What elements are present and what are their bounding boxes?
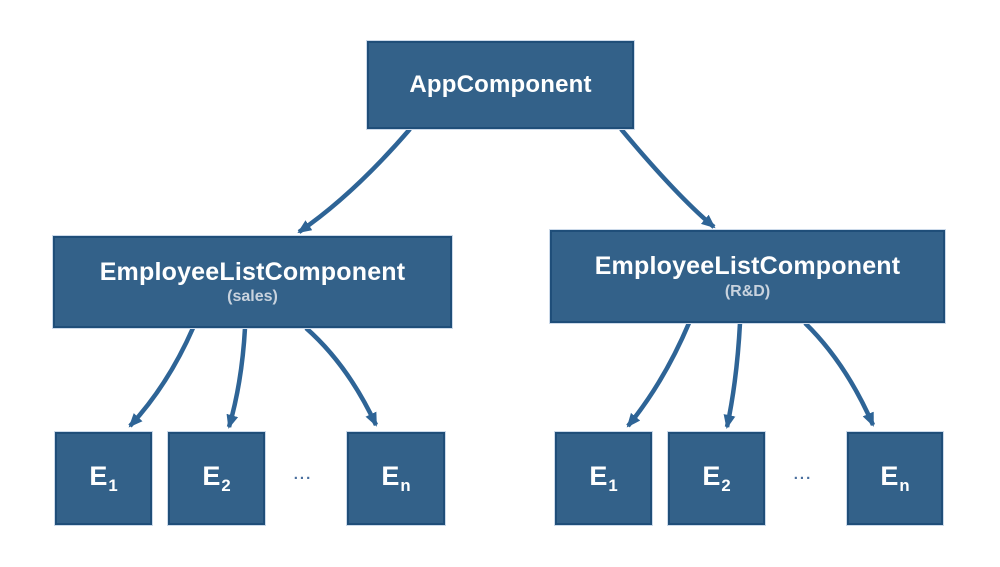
- node-sublabel: (R&D): [724, 282, 771, 300]
- node-sales-employee-n: En: [347, 432, 445, 525]
- node-label: EmployeeListComponent: [594, 252, 901, 281]
- node-sales-employee-1: E1: [55, 432, 152, 525]
- arrow-sales-to-en: [304, 326, 379, 427]
- node-label: E2: [702, 461, 731, 495]
- node-label: En: [381, 461, 411, 495]
- arrow-rd-to-e1: [626, 322, 692, 428]
- node-rd-employee-1: E1: [555, 432, 652, 525]
- arrow-app-to-sales: [297, 127, 412, 234]
- node-rd-employee-2: E2: [668, 432, 765, 525]
- node-rd-employee-n: En: [847, 432, 943, 525]
- arrow-sales-to-e1: [128, 327, 196, 428]
- arrow-app-to-rd: [619, 127, 716, 229]
- node-label: EmployeeListComponent: [99, 257, 406, 286]
- ellipsis-rd: ...: [793, 466, 813, 483]
- node-label: E2: [202, 461, 231, 495]
- node-label: E1: [89, 461, 118, 495]
- node-sublabel: (sales): [227, 288, 278, 306]
- node-label: En: [880, 461, 910, 495]
- node-label: AppComponent: [409, 71, 592, 99]
- arrow-sales-to-e2: [226, 327, 248, 429]
- node-employee-list-rd: EmployeeListComponent (R&D): [550, 230, 945, 323]
- node-employee-list-sales: EmployeeListComponent (sales): [53, 236, 452, 328]
- ellipsis-sales: ...: [293, 466, 313, 483]
- arrow-rd-to-en: [803, 321, 876, 427]
- node-sales-employee-2: E2: [168, 432, 265, 525]
- node-app-component: AppComponent: [367, 41, 634, 129]
- arrow-rd-to-e2: [723, 322, 743, 429]
- node-label: E1: [589, 461, 618, 495]
